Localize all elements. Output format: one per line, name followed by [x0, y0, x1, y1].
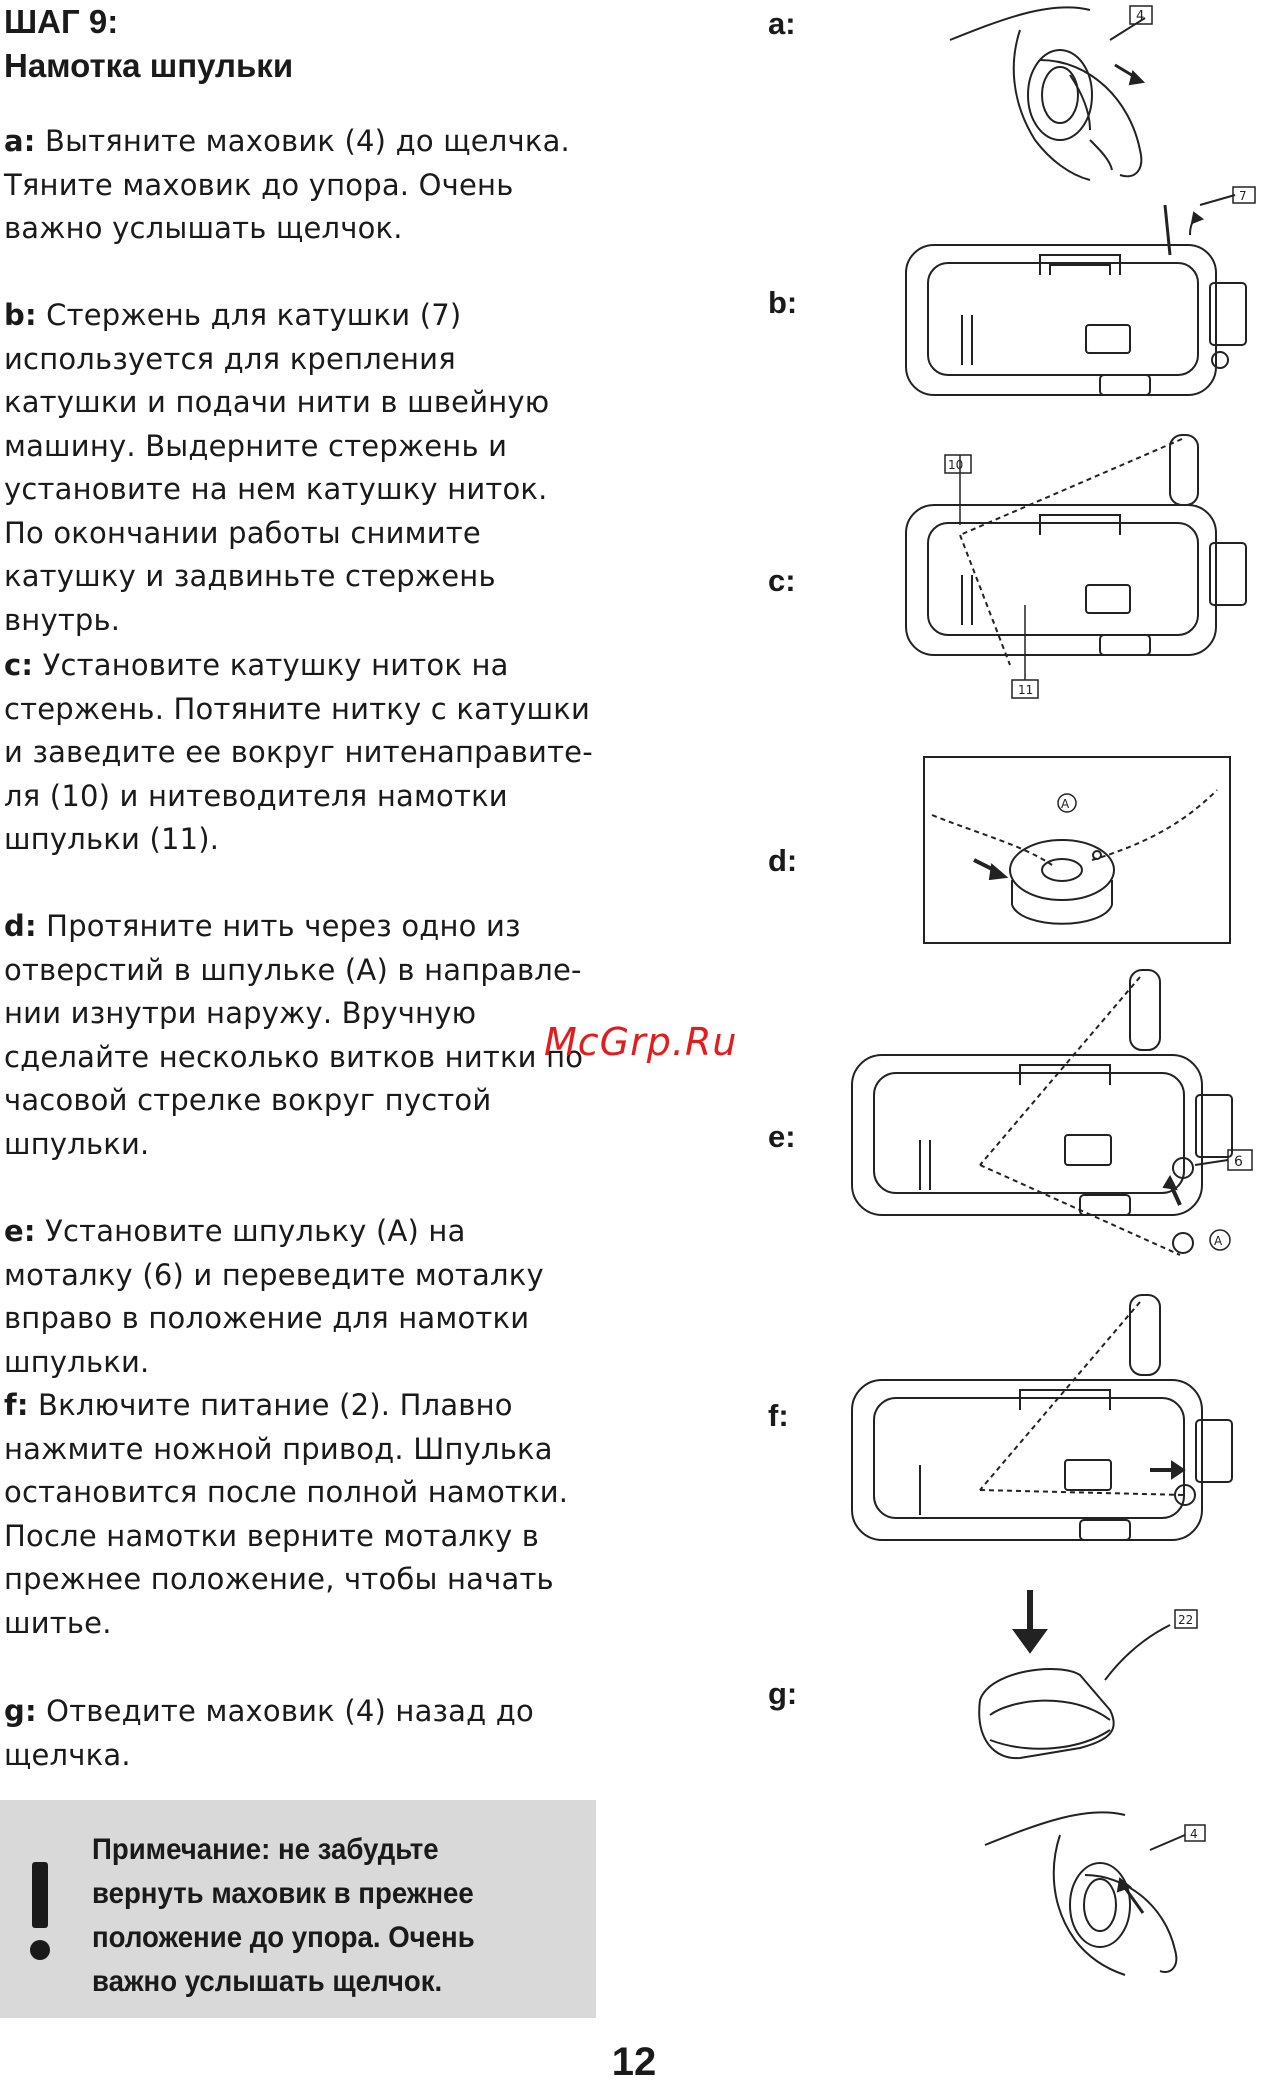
- step-text: Стержень для катушки (7) используется дл…: [4, 298, 550, 637]
- step-letter: f:: [4, 1388, 29, 1422]
- callout-number: 11: [1018, 683, 1033, 697]
- step-text: Отведите маховик (4) назад до щелчка.: [4, 1694, 534, 1772]
- step-text: Вытяните маховик (4) до щелчка. Тяните м…: [4, 124, 570, 245]
- section-title: Намотка шпульки: [4, 47, 294, 84]
- callout-letter: A: [1214, 1234, 1223, 1248]
- thread-guide-illustration: 10 11: [905, 434, 1247, 699]
- winding-machine-illustration: [851, 1294, 1233, 1541]
- exclamation-icon: [30, 1862, 50, 1960]
- figure-label-c: c:: [768, 563, 796, 598]
- figure-label-f: f:: [768, 1398, 789, 1433]
- step-letter: e:: [4, 1214, 36, 1248]
- callout-number: 22: [1178, 1613, 1193, 1627]
- step-letter: c:: [4, 648, 34, 682]
- step-letter: g:: [4, 1694, 37, 1728]
- step-e: e: Установите шпульку (А) на моталку (6)…: [4, 1210, 596, 1384]
- handwheel-push-illustration: 4: [984, 1811, 1206, 1976]
- step-text: Включите питание (2). Плавно нажмите нож…: [4, 1388, 569, 1640]
- note-box: Примечание: не забудьте вернуть маховик …: [0, 1800, 596, 2018]
- bobbin-winder-illustration: 6 A: [851, 969, 1253, 1256]
- figure-label-d: d:: [768, 843, 798, 878]
- note-text: Примечание: не забудьте вернуть маховик …: [92, 1833, 475, 1998]
- figure-label-g: g:: [768, 1676, 798, 1711]
- callout-number: 6: [1234, 1154, 1243, 1170]
- step-letter: b:: [4, 298, 37, 332]
- callout-letter: A: [1061, 797, 1070, 811]
- watermark: McGrp.Ru: [544, 1020, 738, 1064]
- step-heading: ШАГ 9:: [4, 3, 119, 40]
- bobbin-illustration: A: [923, 756, 1231, 944]
- handwheel-pull-illustration: 4: [949, 5, 1153, 181]
- step-c: c: Установите катушку ниток на стержень.…: [4, 644, 596, 862]
- step-f: f: Включите питание (2). Плавно нажмите …: [4, 1384, 596, 1645]
- text-column: ШАГ 9: Намотка шпульки: [4, 0, 596, 88]
- step-text: Протяните нить через одно из отверстий в…: [4, 909, 584, 1161]
- step-g: g: Отведите маховик (4) назад до щелчка.: [4, 1690, 596, 1777]
- callout-number: 4: [1190, 1827, 1198, 1841]
- callout-number: 4: [1136, 9, 1144, 24]
- figure-label-e: e:: [768, 1119, 796, 1154]
- spool-pin-machine-illustration: 7: [905, 186, 1256, 396]
- figure-label-a: a:: [768, 6, 796, 41]
- callout-number: 7: [1239, 189, 1247, 203]
- step-letter: a:: [4, 124, 36, 158]
- step-letter: d:: [4, 909, 37, 943]
- callout-number: 10: [948, 458, 963, 472]
- step-text: Установите шпульку (А) на моталку (6) и …: [4, 1214, 544, 1379]
- step-a: a: Вытяните маховик (4) до щелчка. Тянит…: [4, 120, 596, 251]
- foot-pedal-illustration: 22: [978, 1590, 1198, 1760]
- step-d: d: Протяните нить через одно из отверсти…: [4, 905, 596, 1166]
- step-b: b: Стержень для катушки (7) используется…: [4, 294, 596, 642]
- page-number: 12: [611, 2040, 657, 2084]
- figure-label-b: b:: [768, 285, 798, 320]
- step-text: Установите катушку ниток на стержень. По…: [4, 648, 593, 856]
